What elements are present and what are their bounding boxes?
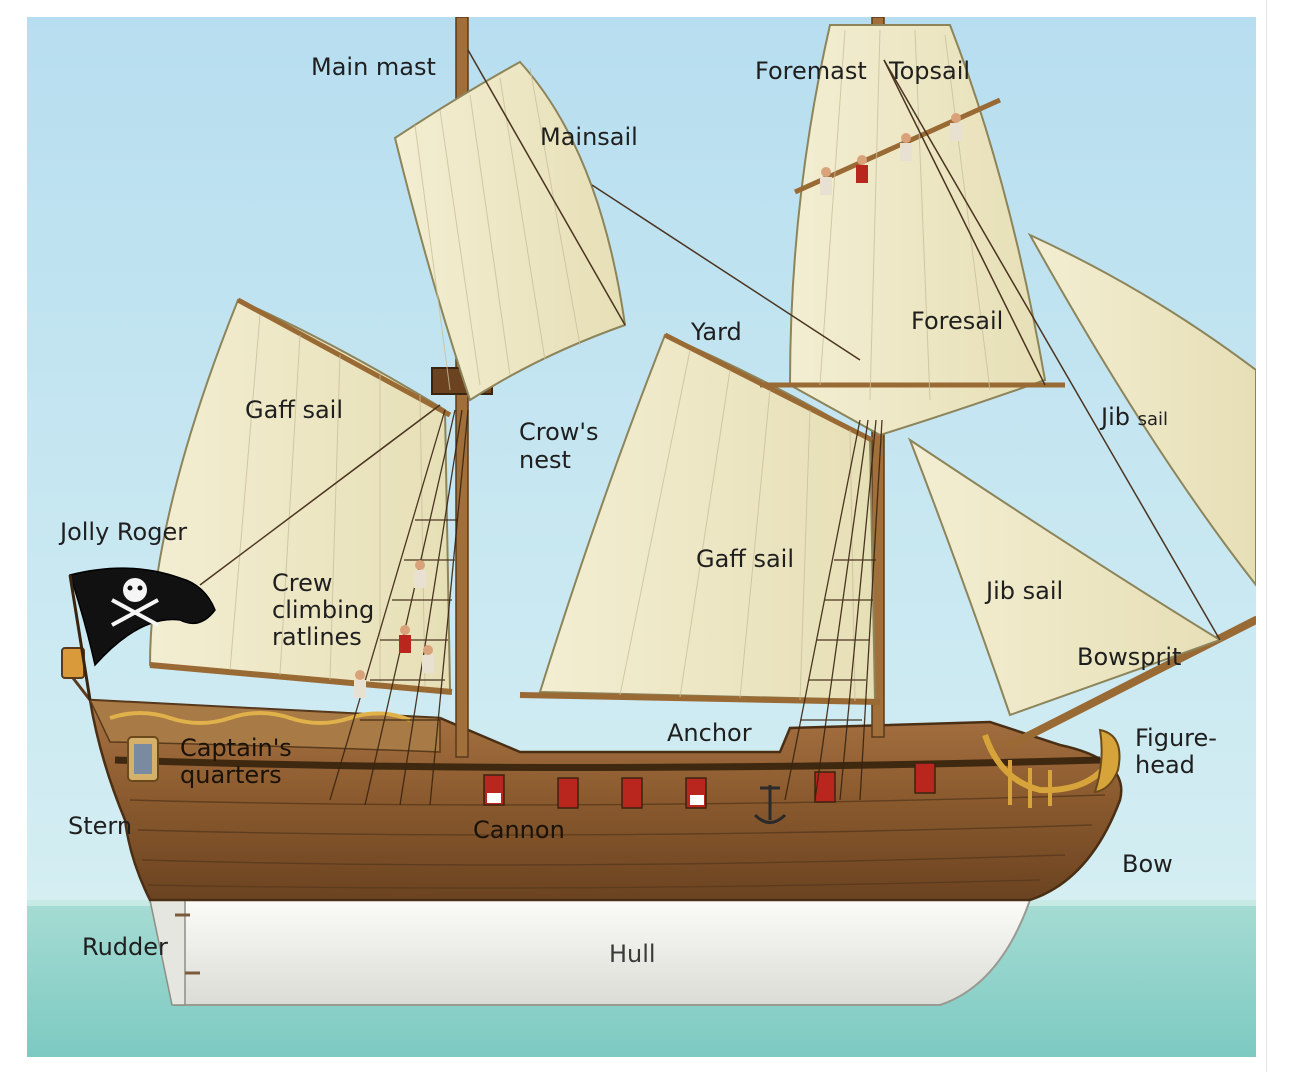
label-captains-2: quarters bbox=[180, 761, 282, 789]
label-jib-sail-lower: Jib sail bbox=[986, 577, 1064, 605]
label-crew-3: ratlines bbox=[272, 623, 362, 651]
label-hull: Hull bbox=[609, 940, 656, 968]
label-yard: Yard bbox=[691, 318, 742, 346]
label-gaff-sail-rear: Gaff sail bbox=[245, 396, 344, 424]
label-anchor: Anchor bbox=[667, 719, 752, 747]
label-cannon: Cannon bbox=[473, 816, 565, 844]
label-captains-1: Captain's bbox=[180, 734, 292, 762]
label-crows-nest-1: Crow's bbox=[519, 418, 599, 446]
bow-rail bbox=[982, 734, 1113, 794]
stern-lantern bbox=[61, 647, 85, 679]
label-crows-nest-2: nest bbox=[519, 446, 571, 474]
gun-ports bbox=[483, 762, 936, 809]
crew-figures bbox=[354, 113, 962, 698]
label-bow: Bow bbox=[1122, 850, 1173, 878]
label-gaff-sail-front: Gaff sail bbox=[696, 545, 795, 573]
label-main-mast: Main mast bbox=[311, 53, 436, 81]
figurehead-shape bbox=[1093, 728, 1121, 794]
right-edge-strip bbox=[1266, 0, 1290, 1072]
label-bowsprit: Bowsprit bbox=[1077, 643, 1182, 671]
label-jib-sail-upper-word: Jib bbox=[1101, 403, 1130, 431]
label-rudder: Rudder bbox=[82, 933, 168, 961]
upper-jib-sail-shape bbox=[1027, 232, 1256, 587]
diagram-frame: Main mast Mainsail Foremast Topsail Yard… bbox=[27, 17, 1256, 1057]
label-foresail: Foresail bbox=[911, 307, 1004, 335]
label-stern: Stern bbox=[68, 812, 133, 840]
anchor-shape bbox=[753, 785, 787, 824]
rear-gaff-sail-shape bbox=[148, 298, 452, 692]
label-crew-1: Crew bbox=[272, 569, 333, 597]
label-crew-2: climbing bbox=[272, 596, 375, 624]
label-jib-sail-upper: Jib sail bbox=[1101, 403, 1169, 432]
label-jolly-roger: Jolly Roger bbox=[60, 518, 188, 546]
label-figurehead-2: head bbox=[1135, 751, 1195, 779]
label-jib-sail-upper-tail: sail bbox=[1137, 409, 1169, 430]
label-mainsail: Mainsail bbox=[540, 123, 638, 151]
label-foremast: Foremast bbox=[755, 57, 867, 85]
label-figurehead-1: Figure- bbox=[1135, 724, 1217, 752]
underwater-hull bbox=[148, 899, 1032, 1006]
label-topsail: Topsail bbox=[889, 57, 971, 85]
ratlines bbox=[329, 409, 883, 806]
pirate-ship-illustration bbox=[27, 17, 1256, 1057]
